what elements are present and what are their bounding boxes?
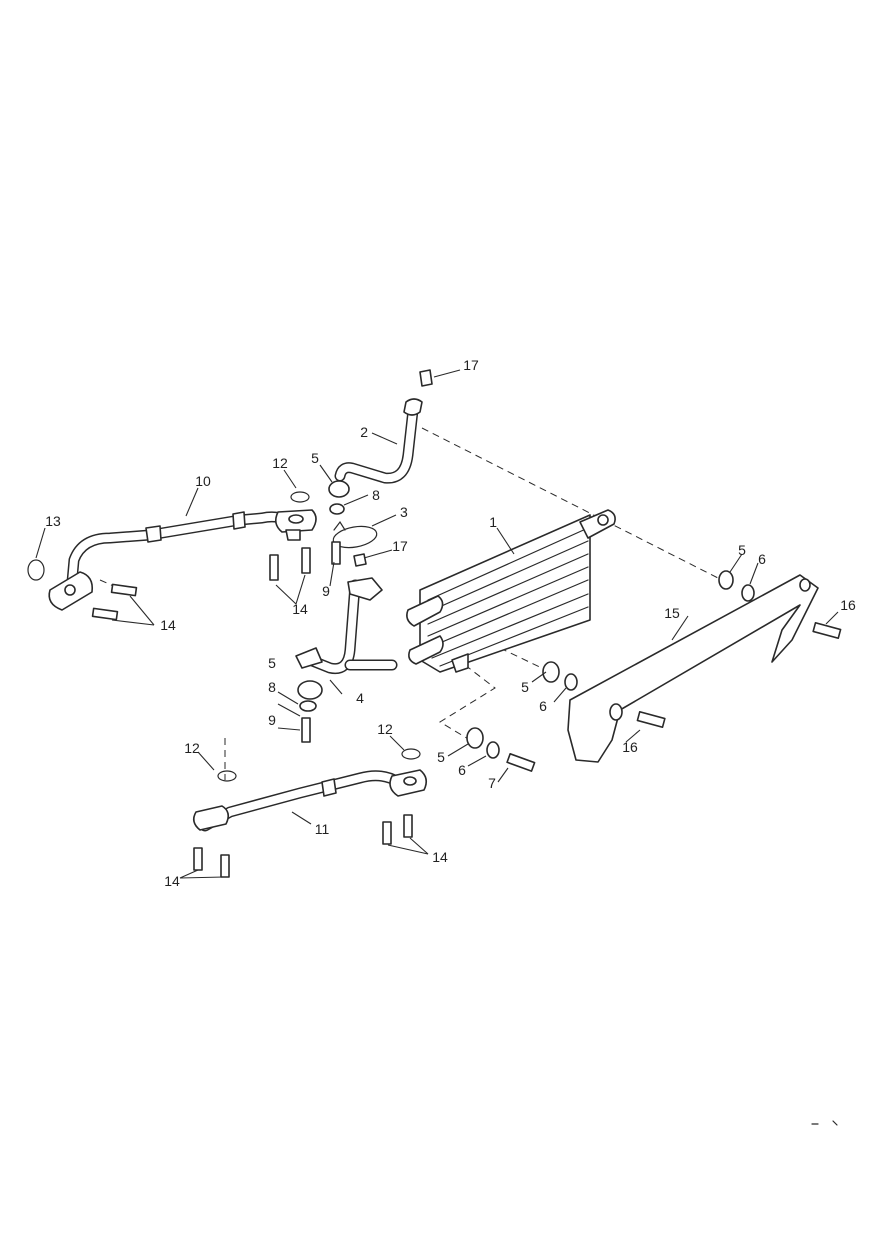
bolt-7 <box>506 752 536 772</box>
cap-mid <box>353 553 367 567</box>
callout-8-lower: 8 <box>268 679 276 695</box>
cooler-bracket <box>567 574 819 763</box>
alignment-lines <box>94 427 719 780</box>
bolt-14g <box>193 847 203 871</box>
callout-6-low: 6 <box>458 762 466 778</box>
lower-hose <box>192 769 428 832</box>
callout-12-upper: 12 <box>272 455 288 471</box>
cap-top <box>419 369 433 387</box>
callout-5-low: 5 <box>437 749 445 765</box>
callout-3: 3 <box>400 504 408 520</box>
upper-pipe <box>334 398 423 484</box>
bolt-14h <box>220 854 230 878</box>
callout-2: 2 <box>360 424 368 440</box>
callout-12-right: 12 <box>377 721 393 737</box>
callout-6-mid: 6 <box>539 698 547 714</box>
stray-marks <box>811 1120 838 1126</box>
callout-5-right: 5 <box>738 542 746 558</box>
seal-12c <box>401 748 421 760</box>
bolt-9a <box>331 541 341 565</box>
seal-12a <box>290 491 310 503</box>
callout-5-mid: 5 <box>521 679 529 695</box>
callout-13: 13 <box>45 513 61 529</box>
washer-low <box>486 741 500 759</box>
callout-5-lower: 5 <box>268 655 276 671</box>
bolt-14e <box>382 821 392 845</box>
grommet-upper <box>328 480 350 498</box>
callout-8-upper: 8 <box>372 487 380 503</box>
hose-clip <box>332 520 378 549</box>
grommet-mid <box>542 661 560 683</box>
oil-cooler <box>406 509 616 673</box>
bolt-14d <box>91 607 119 621</box>
callout-14-upper: 14 <box>292 601 308 617</box>
callout-16-lower: 16 <box>622 739 638 755</box>
callout-6-right: 6 <box>758 551 766 567</box>
washer-right <box>741 584 755 602</box>
bolt-9b <box>301 717 311 743</box>
upper-hose <box>48 509 317 611</box>
callout-14-bottom: 14 <box>164 873 180 889</box>
bolt-16b <box>636 711 666 729</box>
callout-16-right: 16 <box>840 597 856 613</box>
small-parts <box>27 369 842 878</box>
washer-mid <box>564 673 578 691</box>
callout-14-left: 14 <box>160 617 176 633</box>
collar-lower <box>299 700 317 712</box>
bolt-16a <box>812 621 842 639</box>
callout-1: 1 <box>489 514 497 530</box>
callout-17-lower: 17 <box>392 538 408 554</box>
grommet-right <box>718 570 734 590</box>
callout-5-upper: 5 <box>311 450 319 466</box>
callout-12-lower: 12 <box>184 740 200 756</box>
grommet-lower <box>297 680 323 700</box>
leader-lines <box>35 369 839 879</box>
bolt-14a <box>269 554 279 581</box>
collar-upper <box>329 503 345 515</box>
callout-labels: 1 2 3 4 5 5 5 5 5 6 6 6 7 8 8 9 9 10 11 … <box>45 357 856 889</box>
grommet-low <box>466 727 484 749</box>
bolt-14f <box>403 814 413 838</box>
callout-7: 7 <box>488 775 496 791</box>
callout-4: 4 <box>356 690 364 706</box>
callout-9-lower: 9 <box>268 712 276 728</box>
callout-10: 10 <box>195 473 211 489</box>
lower-pipe <box>295 577 398 675</box>
bolt-14c <box>110 583 138 597</box>
callout-14-right: 14 <box>432 849 448 865</box>
callout-11: 11 <box>315 821 330 837</box>
callout-9-upper: 9 <box>322 583 330 599</box>
callout-15: 15 <box>664 605 680 621</box>
bolt-14b <box>301 547 311 574</box>
callout-17-upper: 17 <box>463 357 479 373</box>
seal-12b <box>217 770 237 782</box>
oring-13 <box>27 559 45 581</box>
